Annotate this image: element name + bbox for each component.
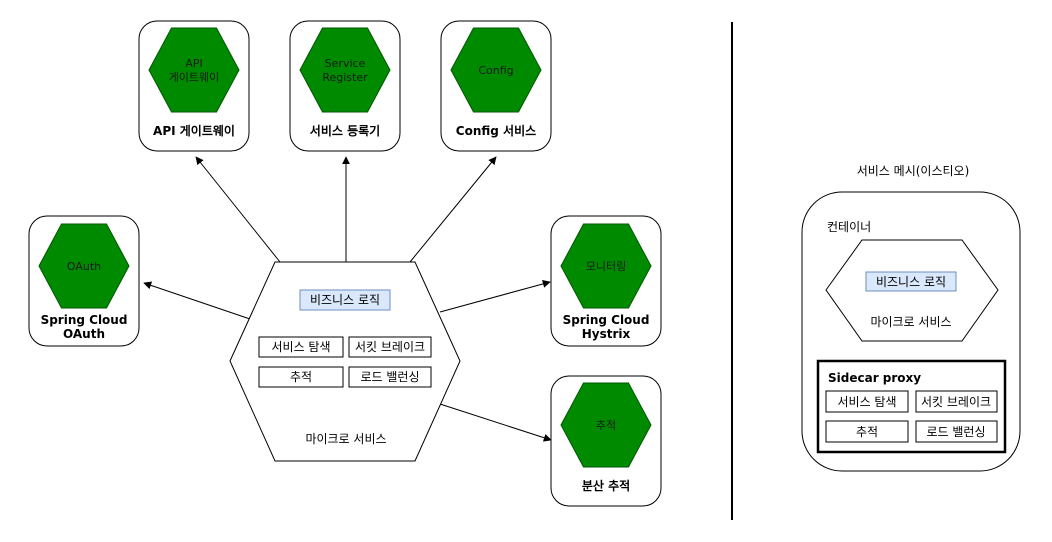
sidecar-proxy-title: Sidecar proxy (828, 371, 921, 385)
service-oauth-caption: OAuth (63, 327, 105, 341)
arrow-to-tracing (439, 403, 552, 442)
service-config-caption: Config 서비스 (456, 123, 536, 138)
service-gateway-hex-label: API (185, 57, 202, 70)
mesh-circuit-breaker-box (915, 390, 998, 413)
service-tracing-hexagon (560, 382, 652, 468)
mesh-service-discovery-label: 서비스 탐색 (837, 395, 896, 409)
mesh-service-discovery-box (825, 390, 909, 413)
service-mesh: 서비스 메시(이스티오) 컨테이너 비즈니스 로직 마이크로 서비스 Sidec… (801, 164, 1021, 472)
arrow-to-oauth (143, 281, 251, 320)
service-tracing-caption: 분산 추적 (582, 478, 630, 493)
microservice-hexagon (229, 261, 461, 462)
service-gateway-hexagon (148, 27, 240, 113)
service-gateway-caption: API 게이트웨이 (153, 123, 235, 138)
service-discovery-label: 서비스 탐색 (271, 340, 330, 354)
load-balancing-box (348, 366, 432, 388)
mesh-microservice-title: 마이크로 서비스 (870, 315, 951, 329)
service-gateway-hex-label: 게이트웨이 (169, 71, 220, 84)
service-registry-hex-label: Service (325, 57, 366, 70)
tracing-label: 추적 (290, 370, 312, 384)
tracing-box (258, 366, 344, 388)
mesh-tracing-label: 추적 (856, 425, 878, 439)
connector-arrows (143, 156, 552, 442)
circuit-breaker-label: 서킷 브레이크 (355, 340, 425, 354)
circuit-breaker-box (348, 336, 432, 358)
mesh-business-logic-box (865, 271, 957, 292)
arrow-to-monitoring (439, 280, 551, 313)
mesh-tracing-box (825, 420, 909, 443)
load-balancing-label: 로드 밸런싱 (360, 370, 419, 384)
microservice-node: 비즈니스 로직 서비스 탐색 서킷 브레이크 추적 로드 밸런싱 마이크로 서비… (229, 261, 461, 462)
container-label: 컨테이너 (827, 220, 871, 234)
microservice-title: 마이크로 서비스 (305, 432, 386, 446)
mesh-circuit-breaker-label: 서킷 브레이크 (921, 395, 991, 409)
service-monitoring-caption: Hystrix (582, 327, 631, 341)
business-logic-label: 비즈니스 로직 (310, 293, 380, 307)
service-config-hex-label: Config (478, 64, 513, 77)
service-oauth-caption: Spring Cloud (41, 313, 128, 327)
arrow-to-config (409, 156, 497, 263)
service-oauth-hexagon (38, 223, 130, 309)
service-tracing-hex-label: 추적 (596, 419, 616, 432)
mesh-title: 서비스 메시(이스티오) (857, 164, 970, 178)
service-registry-hex-label: Register (322, 71, 368, 84)
service-monitoring-caption: Spring Cloud (563, 313, 650, 327)
service-config-hexagon (450, 27, 542, 113)
service-registry-hexagon (299, 27, 391, 113)
mesh-load-balancing-box (915, 420, 998, 443)
service-discovery-box (258, 336, 344, 358)
service-oauth-hex-label: OAuth (67, 260, 101, 273)
service-monitoring-hex-label: 모니터링 (586, 260, 626, 273)
business-logic-box (299, 289, 391, 311)
mesh-business-logic-label: 비즈니스 로직 (876, 275, 946, 289)
mesh-load-balancing-label: 로드 밸런싱 (926, 425, 985, 439)
service-registry-caption: 서비스 등록기 (310, 123, 380, 138)
arrow-to-gateway (195, 156, 281, 263)
service-monitoring-hexagon (560, 223, 652, 309)
